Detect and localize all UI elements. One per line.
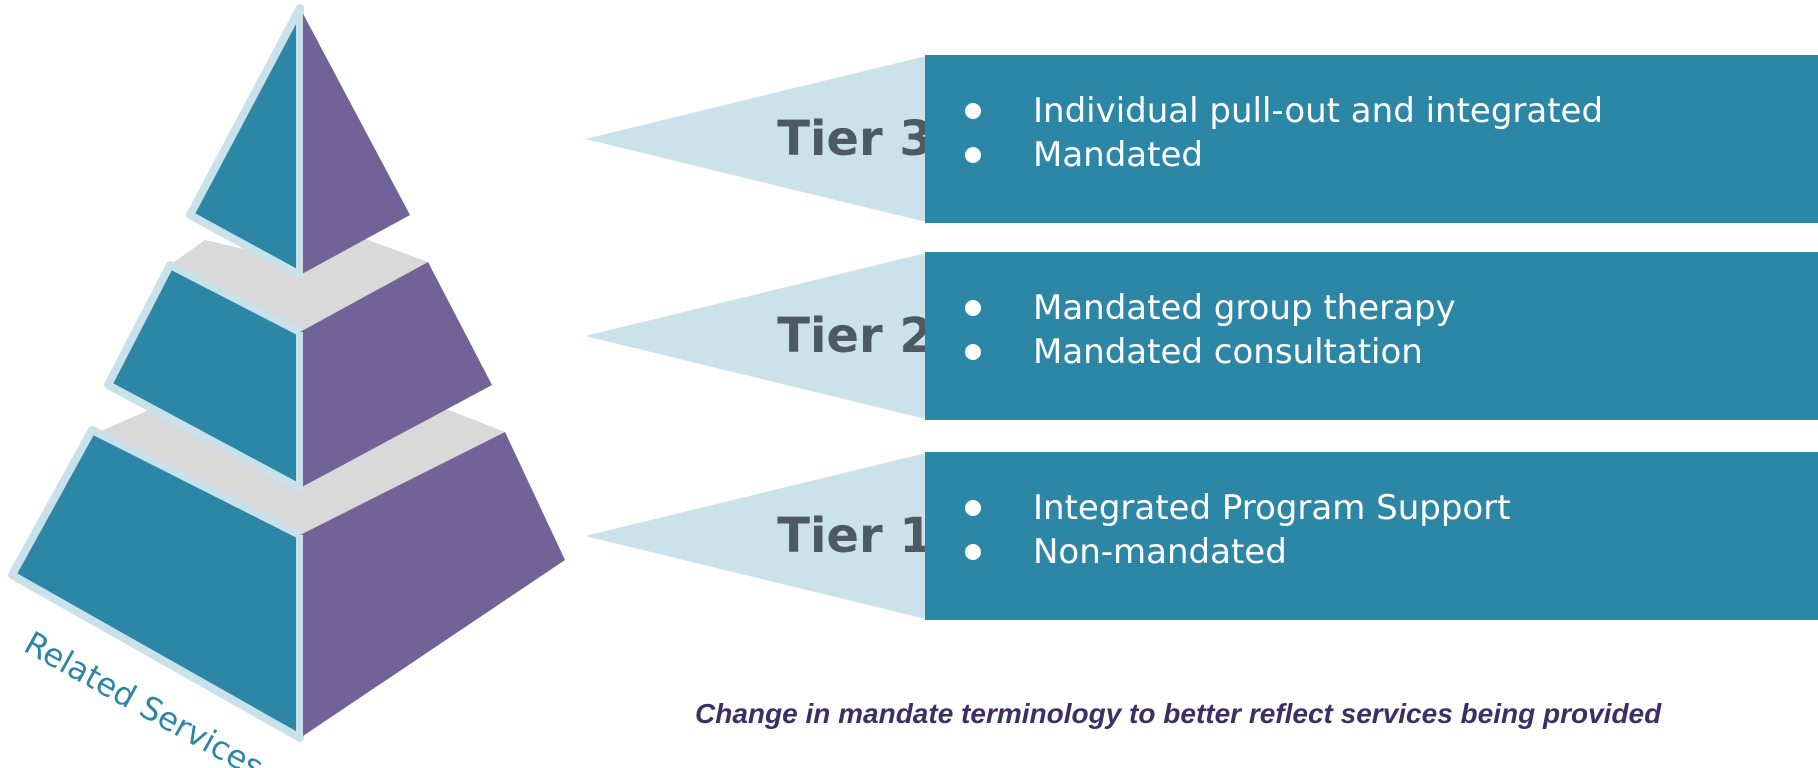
- bullet-icon: [965, 500, 981, 516]
- list-item: Integrated Program Support: [965, 486, 1511, 530]
- tier-2-row: Tier 2 Mandated group therapy Mandated c…: [585, 252, 1818, 420]
- tier-2-step: [170, 235, 428, 332]
- pyramid-diagram: Related Services: [8, 4, 565, 768]
- bullet-icon: [965, 103, 981, 119]
- tier-3-box: Individual pull-out and integrated Manda…: [925, 55, 1818, 223]
- bullet-icon: [965, 544, 981, 560]
- tier-2-right-face: [300, 262, 492, 488]
- list-item: Mandated consultation: [965, 330, 1456, 374]
- tier-3-item-1: Individual pull-out and integrated: [1033, 91, 1604, 131]
- bullet-icon: [965, 147, 981, 163]
- list-item: Mandated group therapy: [965, 286, 1456, 330]
- tier-3-right-face: [300, 8, 410, 275]
- tier-2-item-1: Mandated group therapy: [1033, 288, 1456, 328]
- tier-1-right-face: [300, 432, 565, 738]
- list-item: Individual pull-out and integrated: [965, 89, 1603, 133]
- tier-1-list: Integrated Program Support Non-mandated: [965, 486, 1511, 574]
- tier-1-label: Tier 1: [777, 508, 933, 564]
- pyramid-tier-2: [104, 235, 492, 492]
- tier-3-row: Tier 3 Individual pull-out and integrate…: [585, 55, 1818, 223]
- bullet-icon: [965, 300, 981, 316]
- tier-2-list: Mandated group therapy Mandated consulta…: [965, 286, 1456, 374]
- bullet-icon: [965, 344, 981, 360]
- tier-1-pointer: [585, 452, 930, 620]
- tier-3-label: Tier 3: [777, 111, 933, 167]
- tier-2-item-2: Mandated consultation: [1033, 332, 1423, 372]
- tier-1-item-2: Non-mandated: [1033, 532, 1287, 572]
- tier-3-left-face: [186, 4, 304, 279]
- tier-2-box: Mandated group therapy Mandated consulta…: [925, 252, 1818, 420]
- caption: Change in mandate terminology to better …: [695, 698, 1662, 729]
- tier-3-pointer: [585, 55, 930, 223]
- tier-3-item-2: Mandated: [1033, 135, 1203, 175]
- list-item: Non-mandated: [965, 530, 1511, 574]
- tier-2-label: Tier 2: [777, 308, 933, 364]
- tier-1-item-1: Integrated Program Support: [1033, 488, 1511, 528]
- tier-1-row: Tier 1 Integrated Program Support Non-ma…: [585, 452, 1818, 620]
- tier-1-box: Integrated Program Support Non-mandated: [925, 452, 1818, 620]
- pyramid-tier-3: [186, 4, 410, 279]
- list-item: Mandated: [965, 133, 1603, 177]
- tier-2-pointer: [585, 252, 930, 420]
- pyramid-tier-1: [8, 400, 565, 742]
- tier-3-list: Individual pull-out and integrated Manda…: [965, 89, 1603, 177]
